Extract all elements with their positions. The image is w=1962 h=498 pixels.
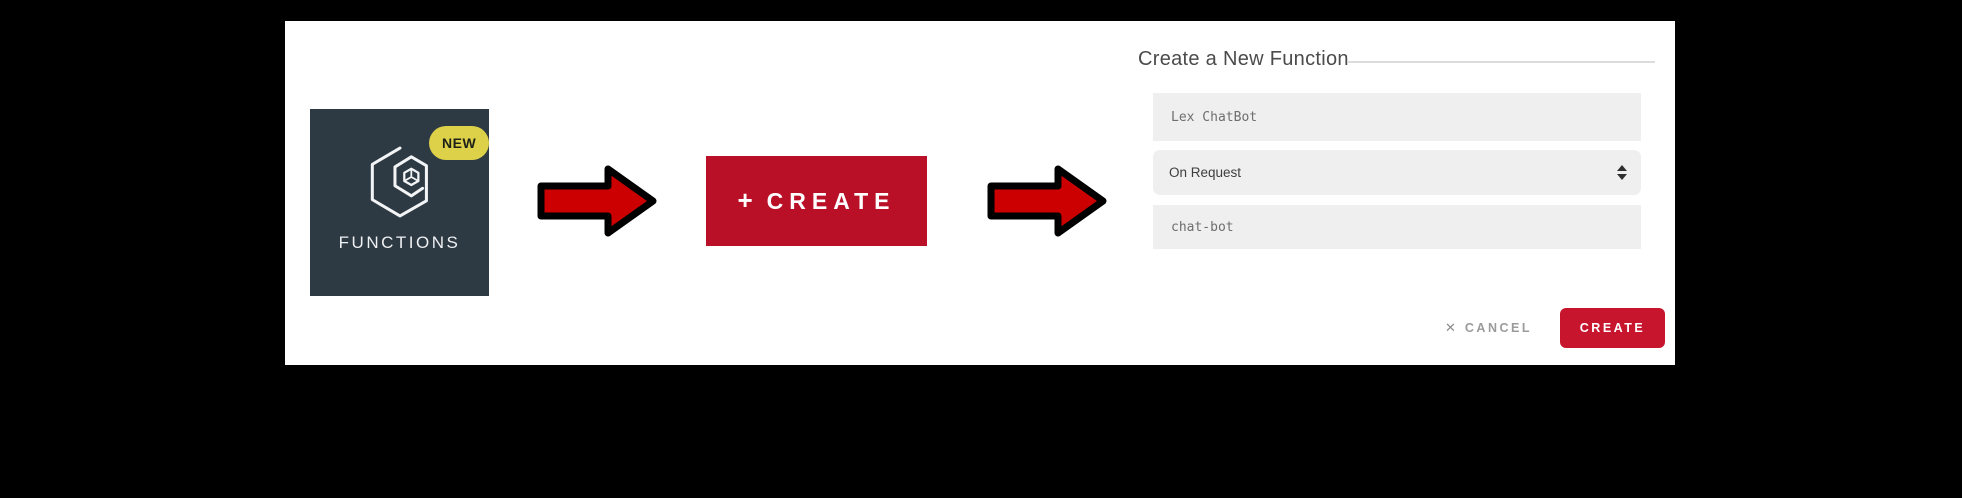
- tutorial-panel: NEW FUNCTIONS + CREATE Create a New Func…: [285, 21, 1675, 365]
- cancel-button-label: CANCEL: [1464, 321, 1532, 335]
- functions-tile-label: FUNCTIONS: [338, 233, 461, 252]
- arrow-right-icon: [987, 165, 1107, 237]
- form-title: Create a New Function: [1138, 48, 1349, 70]
- create-button-submit[interactable]: CREATE: [1560, 308, 1665, 348]
- function-name-input[interactable]: [1153, 93, 1641, 141]
- create-button-main-label: CREATE: [766, 187, 896, 214]
- create-button-main[interactable]: + CREATE: [706, 156, 927, 246]
- form-actions: ✕ CANCEL CREATE: [1153, 308, 1665, 348]
- title-divider: [1347, 61, 1655, 63]
- select-stepper-icon: [1617, 165, 1627, 180]
- trigger-select[interactable]: On Request: [1153, 150, 1641, 195]
- cancel-button[interactable]: ✕ CANCEL: [1445, 320, 1532, 336]
- functions-icon: [370, 146, 428, 218]
- plus-icon: +: [737, 184, 753, 215]
- cancel-x-icon: ✕: [1445, 320, 1456, 335]
- new-badge: NEW: [429, 126, 490, 160]
- arrow-right-icon: [537, 165, 657, 237]
- function-id-input[interactable]: [1153, 205, 1641, 249]
- functions-tile[interactable]: NEW FUNCTIONS: [310, 109, 490, 296]
- trigger-select-value: On Request: [1169, 165, 1242, 180]
